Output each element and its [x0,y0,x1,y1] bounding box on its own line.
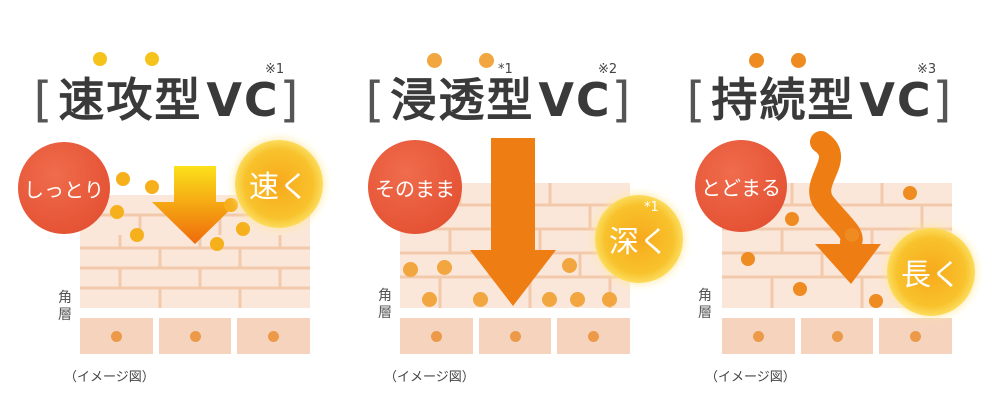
skin-cell [158,318,232,354]
vc-molecule-icon [542,292,557,307]
vc-molecule-icon [116,172,130,186]
vc-molecule-icon [570,292,585,307]
badge-as-is: そのまま [368,140,462,234]
panel-title: [浸透型VC] [365,72,633,128]
vc-molecule-icon [903,186,917,200]
footnote-mark: ※3 [917,62,937,77]
vc-molecule-icon [93,52,107,66]
vc-molecule-icon [437,260,452,275]
vc-molecule-icon [145,180,159,194]
title-type: 浸透型 [386,72,538,128]
skin-cell [800,318,874,354]
badge-deep: 深く [595,195,683,283]
footnote-mark: ※2 [598,62,618,77]
vc-molecule-icon [785,212,799,226]
arrow-wavy-icon [809,131,881,284]
image-caption: （イメージ図） [384,370,475,385]
skin-cell-row [722,318,953,354]
panel-fast-vc: ※1 [速攻型VC] しっとり 速く 角層 （イメージ図） [10,0,340,417]
vc-molecule-icon [562,258,577,273]
title-vc: VC [859,73,933,127]
vc-molecule-icon [869,294,883,308]
arrow-deep-icon [470,138,556,306]
vc-molecule-icon [210,237,224,251]
vc-molecule-icon [741,252,755,266]
skin-brick-layer [80,228,310,308]
vc-molecule-icon [845,228,859,242]
panel-title: [速攻型VC] [33,72,301,128]
vc-molecule-icon [422,292,437,307]
badge-moist: しっとり [18,142,110,234]
skin-cell [478,318,552,354]
vc-molecule-icon [110,205,124,219]
vc-molecule-icon [427,53,442,68]
vc-molecule-icon [791,53,806,68]
badge-fast: 速く [235,140,323,228]
layer-label: 角層 [378,288,392,321]
footnote-mark: *1 [644,200,659,215]
layer-label: 角層 [58,290,72,323]
vc-molecule-icon [130,228,144,242]
vc-molecule-icon [403,262,418,277]
image-caption: （イメージ図） [705,370,796,385]
vc-molecule-icon [602,292,617,307]
skin-cell [400,318,473,354]
layer-label: 角層 [698,288,712,321]
title-type: 持続型 [707,72,859,128]
vc-molecule-icon [224,198,238,212]
vc-molecule-icon [236,222,250,236]
skin-cell [80,318,153,354]
title-vc: VC [538,73,612,127]
skin-cell-row [80,318,311,354]
skin-cell [879,318,953,354]
badge-stay: とどまる [695,140,787,232]
vc-molecule-icon [479,53,494,68]
title-type: 速攻型 [54,72,206,128]
footnote-mark: ※1 [265,62,285,77]
skin-cell [557,318,631,354]
skin-cell [237,318,311,354]
title-vc: VC [206,73,280,127]
skin-cell-row [400,318,631,354]
image-caption: （イメージ図） [64,370,155,385]
vc-molecule-icon [749,53,764,68]
panel-title: [持続型VC] [686,72,954,128]
vc-molecule-icon [793,282,807,296]
panel-sustained-vc: ※3 [持続型VC] とどまる 長く 角層 （イメージ図） [665,0,995,417]
arrow-fast-icon [152,166,238,244]
vc-molecule-icon [145,52,159,66]
panel-penetrating-vc: *1 ※2 [浸透型VC] そのまま 深く *1 角層 （イメージ図） [340,0,683,417]
vc-molecule-icon [473,292,488,307]
skin-cell [722,318,795,354]
footnote-mark: *1 [498,62,513,77]
badge-long: 長く [887,228,975,316]
